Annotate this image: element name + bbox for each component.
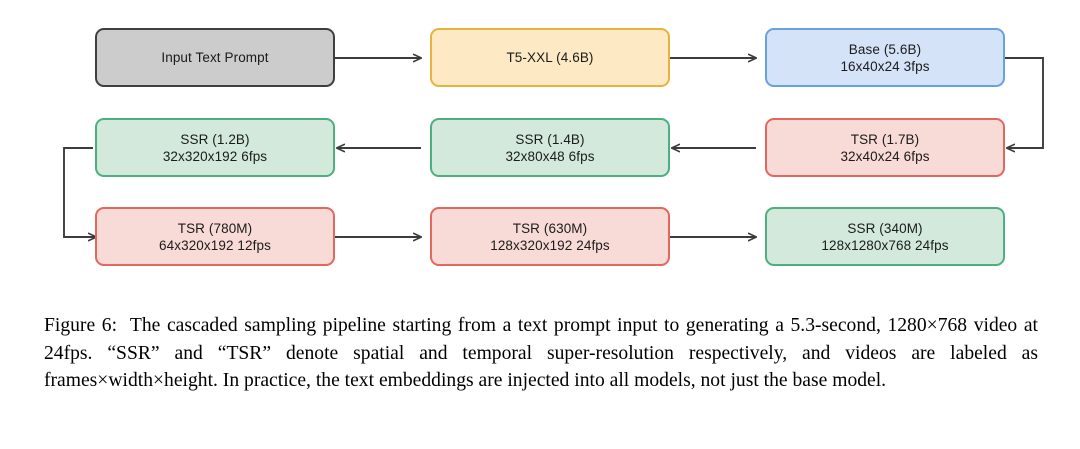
figure-caption: Figure 6: The cascaded sampling pipeline…: [44, 312, 1038, 395]
node-base[interactable]: Base (5.6B) 16x40x24 3fps: [765, 28, 1005, 87]
node-detail: 32x40x24 6fps: [840, 148, 930, 164]
node-detail: 128x1280x768 24fps: [821, 237, 949, 253]
node-title: TSR (780M): [177, 220, 253, 236]
node-tsr-630m[interactable]: TSR (630M) 128x320x192 24fps: [430, 207, 670, 266]
node-title: TSR (1.7B): [850, 131, 920, 147]
node-title: SSR (340M): [847, 220, 923, 236]
node-title: TSR (630M): [512, 220, 588, 236]
node-title: SSR (1.4B): [515, 131, 585, 147]
node-ssr-340m[interactable]: SSR (340M) 128x1280x768 24fps: [765, 207, 1005, 266]
edge-base-to-tsr17: [1003, 57, 1044, 148]
node-detail: 32x320x192 6fps: [162, 148, 268, 164]
figure-caption-text: The cascaded sampling pipeline starting …: [44, 315, 1038, 391]
node-title: T5-XXL (4.6B): [506, 50, 594, 65]
node-detail: 32x80x48 6fps: [505, 148, 595, 164]
node-title: Base (5.6B): [848, 41, 922, 57]
figure-caption-label: Figure 6:: [44, 315, 118, 336]
node-title: SSR (1.2B): [180, 131, 250, 147]
node-detail: 64x320x192 12fps: [159, 237, 271, 253]
node-detail: 128x320x192 24fps: [490, 237, 610, 253]
node-tsr-1-7b[interactable]: TSR (1.7B) 32x40x24 6fps: [765, 118, 1005, 177]
node-title: Input Text Prompt: [161, 50, 269, 65]
node-detail: 16x40x24 3fps: [840, 58, 930, 74]
edge-ssr12-to-tsr780: [63, 147, 96, 237]
node-tsr-780m[interactable]: TSR (780M) 64x320x192 12fps: [95, 207, 335, 266]
node-t5-xxl[interactable]: T5-XXL (4.6B): [430, 28, 670, 87]
node-ssr-1-2b[interactable]: SSR (1.2B) 32x320x192 6fps: [95, 118, 335, 177]
node-input-text-prompt[interactable]: Input Text Prompt: [95, 28, 335, 87]
cascaded-sampling-pipeline-diagram: Input Text Prompt T5-XXL (4.6B) Base (5.…: [63, 28, 1044, 266]
node-ssr-1-4b[interactable]: SSR (1.4B) 32x80x48 6fps: [430, 118, 670, 177]
